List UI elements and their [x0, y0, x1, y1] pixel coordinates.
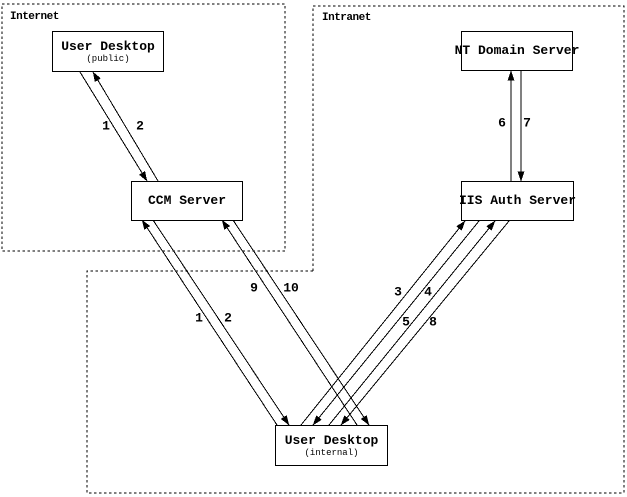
- arrow-5-internal-to-iis: [328, 220, 496, 426]
- edge-label-7: 7: [523, 115, 531, 131]
- arrow-1-internal-to-ccm: [141, 219, 278, 426]
- edge-label-6: 6: [498, 115, 506, 131]
- node-user-desktop-public: User Desktop (public): [52, 31, 164, 72]
- node-subtitle: (internal): [304, 447, 359, 458]
- edge-label-2-ccm-public: 2: [136, 118, 144, 134]
- node-title: IIS Auth Server: [458, 193, 577, 208]
- node-nt-domain-server: NT Domain Server: [455, 31, 579, 71]
- arrow-3-internal-to-iis: [300, 220, 466, 426]
- edge-label-5: 5: [402, 314, 410, 330]
- internet-region-border: [1, 3, 286, 252]
- node-title: CCM Server: [147, 193, 226, 208]
- node-title: User Desktop: [284, 432, 379, 448]
- edge-label-9: 9: [250, 280, 258, 296]
- arrow-2-ccm-to-public: [92, 71, 159, 182]
- edge-label-1-public-ccm: 1: [102, 118, 110, 134]
- edge-label-2-ccm-internal: 2: [224, 310, 232, 326]
- node-user-desktop-internal: User Desktop (internal): [275, 425, 388, 466]
- node-subtitle: (public): [86, 53, 130, 64]
- arrow-10-ccm-to-internal: [232, 219, 370, 426]
- node-iis-auth-server: IIS Auth Server: [458, 181, 577, 221]
- internet-region-label: Internet: [10, 11, 59, 23]
- arrow-8-iis-to-internal: [340, 220, 510, 426]
- arrows: [79, 70, 525, 426]
- arrow-9-internal-to-ccm: [221, 219, 358, 426]
- node-ccm-server: CCM Server: [131, 181, 243, 221]
- edge-label-8: 8: [429, 314, 437, 330]
- node-title: NT Domain Server: [454, 43, 580, 58]
- intranet-region-border: [312, 5, 625, 493]
- arrow-1-public-to-ccm: [79, 71, 148, 182]
- internal-zone-border: [86, 270, 624, 494]
- edge-label-10: 10: [283, 280, 299, 296]
- region-borders: [1, 3, 625, 494]
- edge-label-1-internal-ccm: 1: [195, 310, 203, 326]
- intranet-region-label: Intranet: [322, 12, 371, 24]
- edge-label-4: 4: [424, 284, 432, 300]
- arrow-4-iis-to-internal: [312, 220, 480, 426]
- node-title: User Desktop: [61, 38, 155, 54]
- arrow-2-ccm-to-internal: [152, 219, 290, 426]
- edge-label-3: 3: [394, 284, 402, 300]
